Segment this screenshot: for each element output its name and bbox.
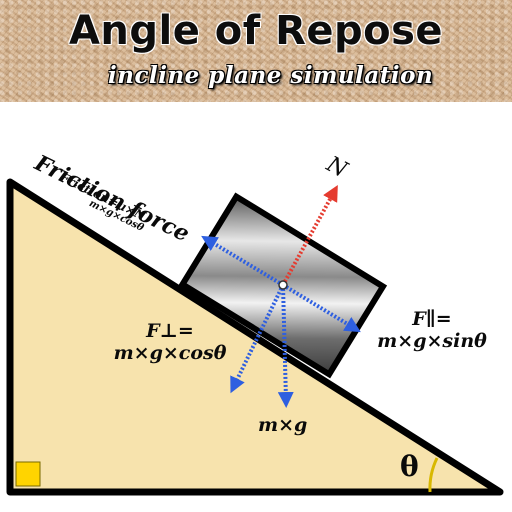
parallel-force-arrow <box>281 283 361 333</box>
perpendicular-force-formula: m×g×cosθ <box>113 342 227 364</box>
center-of-mass <box>278 280 288 290</box>
angle-label: θ <box>400 450 419 483</box>
right-angle-marker <box>15 461 41 487</box>
angle-arc <box>428 457 439 493</box>
weight-label: m×g <box>258 414 308 436</box>
parallel-force-label: F∥= m×g×sinθ <box>362 308 502 352</box>
normal-force-arrow <box>281 184 338 286</box>
parallel-force-head: F∥= <box>412 308 452 330</box>
incline-plane <box>6 178 504 496</box>
page-title: Angle of Repose <box>68 8 444 54</box>
weight-arrow <box>277 284 294 408</box>
title-banner: Angle of Repose incline plane simulation <box>0 0 512 102</box>
perpendicular-force-label: F⊥= m×g×cosθ <box>100 320 240 364</box>
page-subtitle: incline plane simulation <box>108 62 434 89</box>
friction-force-arrow <box>201 235 285 287</box>
parallel-force-formula: m×g×sinθ <box>377 330 487 352</box>
perpendicular-force-head: F⊥= <box>146 320 194 342</box>
perpendicular-force-arrow <box>230 284 285 394</box>
